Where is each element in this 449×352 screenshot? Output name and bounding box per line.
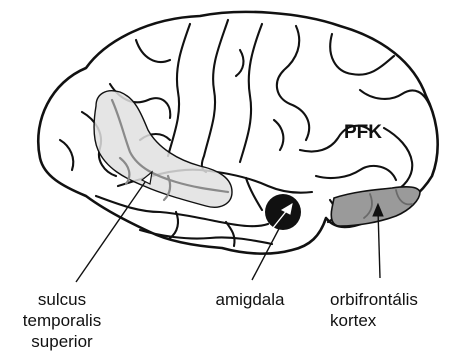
amygdala-marker (265, 194, 301, 230)
sulcus-label-line1: sulcus (38, 290, 86, 309)
pfk-label: PFK (344, 122, 382, 143)
sulcus-label-line3: superior (31, 332, 93, 351)
bottom-labels: sulcus temporalis superior amigdala orbi… (23, 290, 418, 351)
orbitofrontal-label-line1: orbifrontális (330, 290, 418, 309)
sulcus-label-line2: temporalis (23, 311, 101, 330)
amygdala-label: amigdala (216, 290, 286, 309)
orbitofrontal-label-line2: kortex (330, 311, 377, 330)
